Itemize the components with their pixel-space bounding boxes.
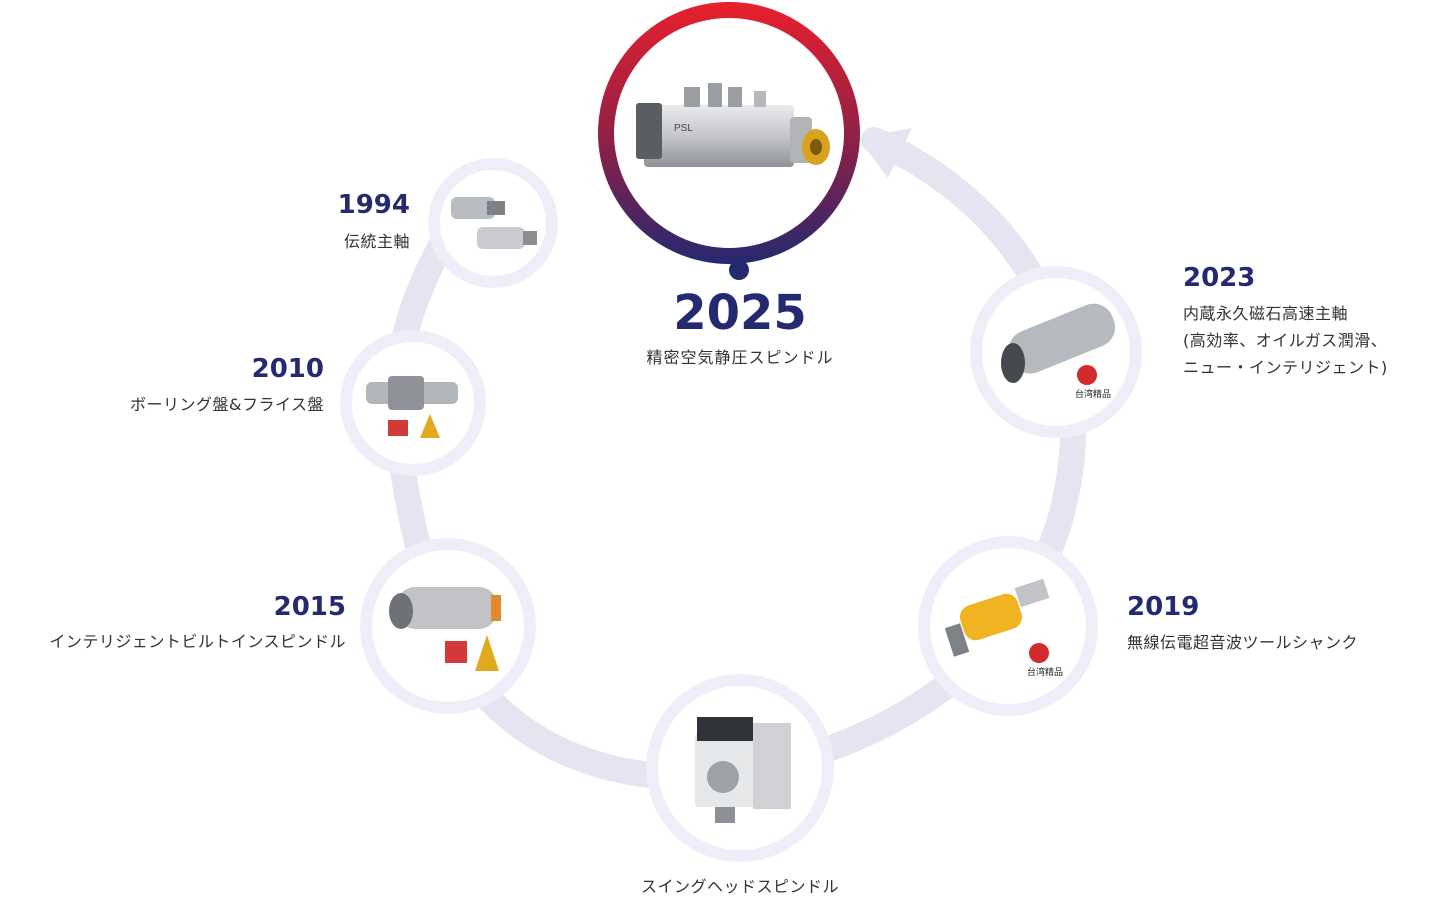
milestone-desc-swing: スイングヘッドスピンドル (640, 877, 839, 896)
milestone-desc-2023-line2: (高効率、オイルガス潤滑、 (1183, 331, 1388, 350)
traditional-spindle-image (451, 197, 537, 249)
swing-head-image (695, 717, 791, 823)
featured-year: 2025 (673, 285, 807, 341)
milestone-year-1994: 1994 (337, 190, 410, 220)
milestone-desc-2019: 無線伝電超音波ツールシャンク (1127, 633, 1359, 652)
milestone-node-2019[interactable]: 台湾精品 (918, 536, 1098, 716)
pm-motor-spindle-image: 台湾精品 (1001, 303, 1116, 400)
svg-text:台湾精品: 台湾精品 (1027, 666, 1063, 678)
milestone-desc-2015: インテリジェントビルトインスピンドル (49, 632, 346, 651)
milestone-year-2015: 2015 (273, 592, 346, 622)
intelligent-spindle-image (389, 587, 501, 671)
milestone-year-2023: 2023 (1183, 263, 1256, 293)
air-spindle-image: PSL (636, 83, 830, 167)
milestone-desc-2023-line1: 内蔵永久磁石高速主軸 (1183, 304, 1349, 323)
featured-description: 精密空気静圧スピンドル (646, 348, 834, 367)
milestone-node-2015[interactable] (360, 538, 536, 714)
boring-spindle-image (366, 376, 458, 438)
milestone-year-2019: 2019 (1127, 592, 1200, 622)
featured-pointer-dot (729, 260, 749, 280)
milestone-desc-2023-line3: ニュー・インテリジェント) (1183, 358, 1388, 377)
milestone-desc-2010: ボーリング盤&フライス盤 (130, 395, 324, 414)
milestone-node-2010[interactable] (340, 330, 486, 476)
milestone-node-swing[interactable] (646, 674, 834, 862)
timeline-arrow-head (858, 128, 912, 178)
milestone-node-2023[interactable]: 台湾精品 (970, 266, 1142, 438)
featured-node-inner: PSL (614, 18, 844, 248)
milestone-desc-1994: 伝統主軸 (343, 232, 410, 251)
ultrasonic-shank-image: 台湾精品 (944, 578, 1063, 678)
svg-text:台湾精品: 台湾精品 (1075, 388, 1111, 400)
featured-node-ring[interactable]: PSL (598, 2, 860, 264)
milestone-node-1994[interactable] (428, 158, 558, 288)
svg-text:PSL: PSL (674, 123, 693, 134)
milestone-year-2010: 2010 (251, 354, 324, 384)
